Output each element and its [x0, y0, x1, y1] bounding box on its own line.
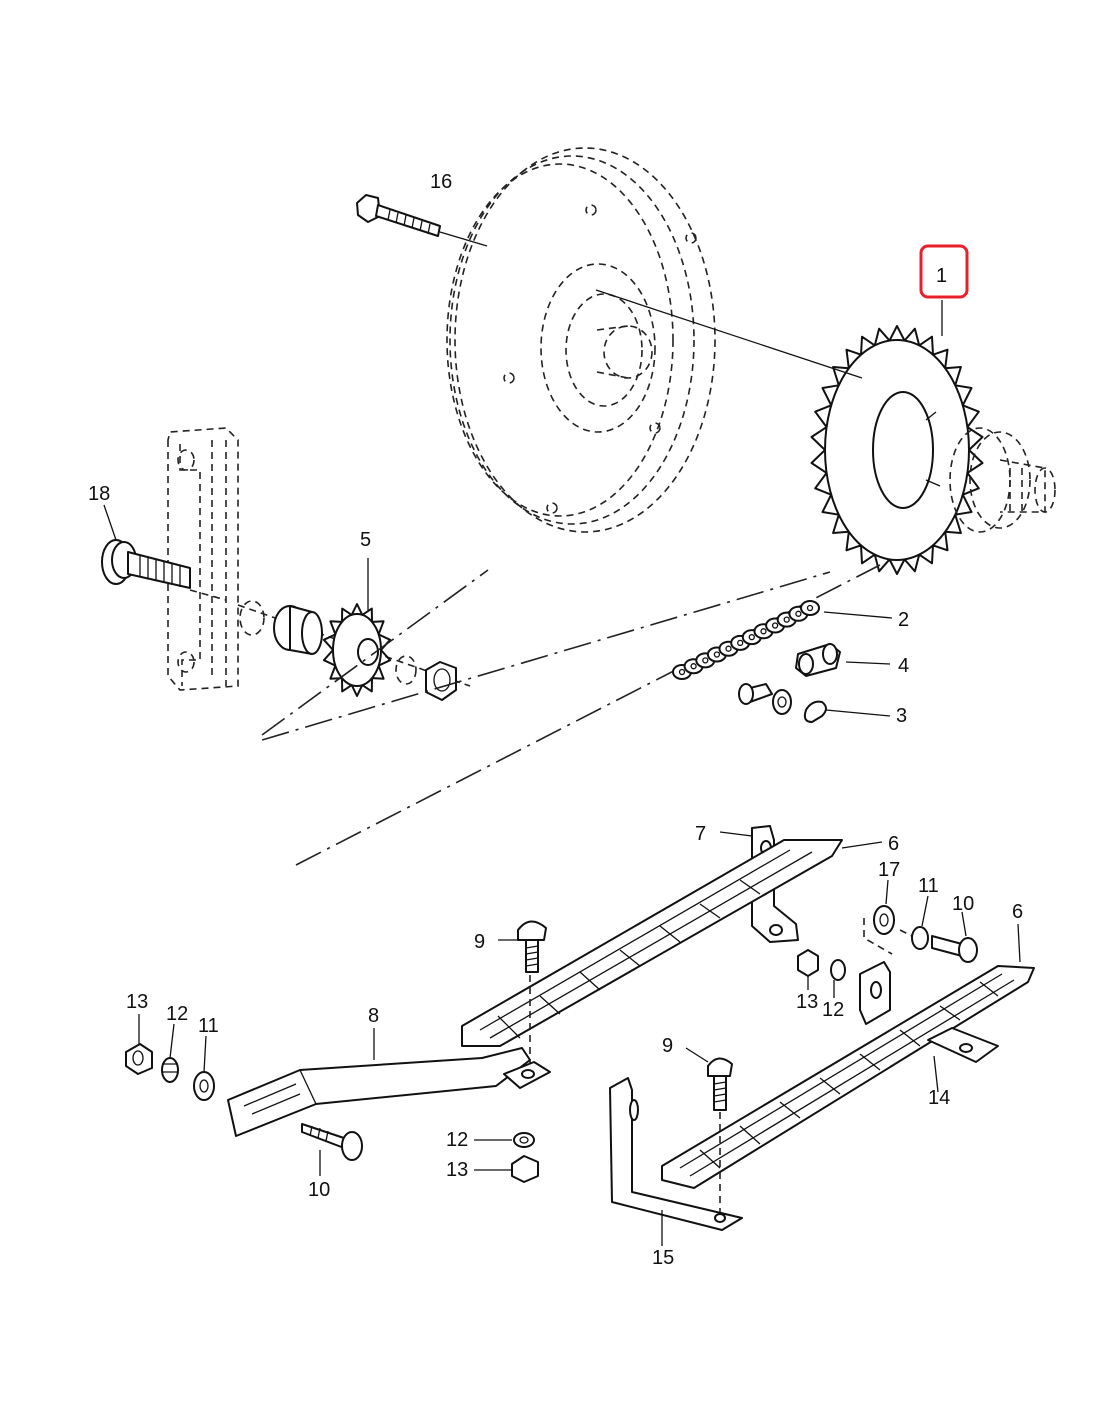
callout-15: 15 [652, 1247, 674, 1269]
chain-pin [702, 657, 709, 664]
idler-sprocket-5-assembly [237, 558, 471, 701]
connecting-link-4 [738, 643, 891, 715]
callout-12-left: 12 [166, 1003, 188, 1025]
callout-6-upper: 6 [888, 833, 899, 855]
callout-10-right: 10 [952, 893, 974, 915]
chain-link [800, 600, 820, 616]
hardware-center [474, 1132, 539, 1183]
flywheel-outline [446, 147, 716, 533]
chain-sprocket-1 [595, 289, 984, 575]
callout-12-center: 12 [446, 1129, 468, 1151]
chain-guide-rail-6-upper [461, 825, 883, 1047]
hardware-right [797, 879, 978, 998]
callout-8: 8 [368, 1005, 379, 1027]
callout-7: 7 [695, 823, 706, 845]
callout-12-right: 12 [822, 999, 844, 1021]
callout-5: 5 [360, 529, 371, 551]
chain-guide-rail-6-lower [661, 923, 1035, 1189]
bracket-15 [609, 1077, 743, 1246]
chain-pin [737, 639, 744, 647]
callout-1: 1 [936, 265, 947, 287]
callout-2: 2 [898, 609, 909, 631]
callout-14: 14 [928, 1087, 950, 1109]
chain-pin [795, 610, 802, 617]
chain-pin [690, 663, 697, 670]
callout-13-center: 13 [446, 1159, 468, 1181]
frame-bracket [167, 427, 239, 691]
chain-pin [748, 633, 755, 641]
bolt-16 [356, 194, 488, 247]
hub-shaft [949, 427, 1056, 533]
highlight-box [919, 244, 969, 299]
callout-18: 18 [88, 483, 110, 505]
callout-9-center: 9 [474, 931, 485, 953]
bolt-18 [101, 504, 227, 601]
support-arm-8 [227, 1028, 551, 1137]
carriage-bolt-9-center [498, 920, 547, 1070]
chain-pin [771, 622, 779, 629]
carriage-bolt-9-right [685, 1047, 733, 1212]
callout-11-left: 11 [198, 1015, 219, 1037]
callout-13-right: 13 [796, 991, 818, 1013]
callout-17: 17 [878, 859, 900, 881]
roller-chain-2 [672, 600, 893, 680]
callout-3: 3 [896, 705, 907, 727]
chain-pin [725, 645, 732, 652]
spring-clip-3 [803, 700, 891, 723]
chain-pin [806, 604, 814, 612]
hardware-left [125, 1014, 215, 1101]
chain-pin [783, 616, 790, 623]
sprocket-teeth [810, 325, 984, 575]
chain-pin [713, 651, 721, 658]
bracket-14 [927, 1027, 999, 1093]
callout-10-left: 10 [308, 1179, 330, 1201]
chain-pin [760, 628, 767, 635]
callout-13-left: 13 [126, 991, 148, 1013]
callout-16: 16 [430, 171, 452, 193]
carriage-bolt-10-left [301, 1123, 363, 1176]
chain-pin [678, 668, 686, 676]
callout-labels: 1 2 4 3 5 16 18 7 6 17 11 10 6 9 13 12 8… [88, 171, 1023, 1269]
callout-6-lower: 6 [1012, 901, 1023, 923]
sprocket-teeth [322, 603, 392, 697]
callout-9-right: 9 [662, 1035, 673, 1057]
callout-4: 4 [898, 655, 909, 677]
callout-11-right: 11 [918, 875, 939, 897]
